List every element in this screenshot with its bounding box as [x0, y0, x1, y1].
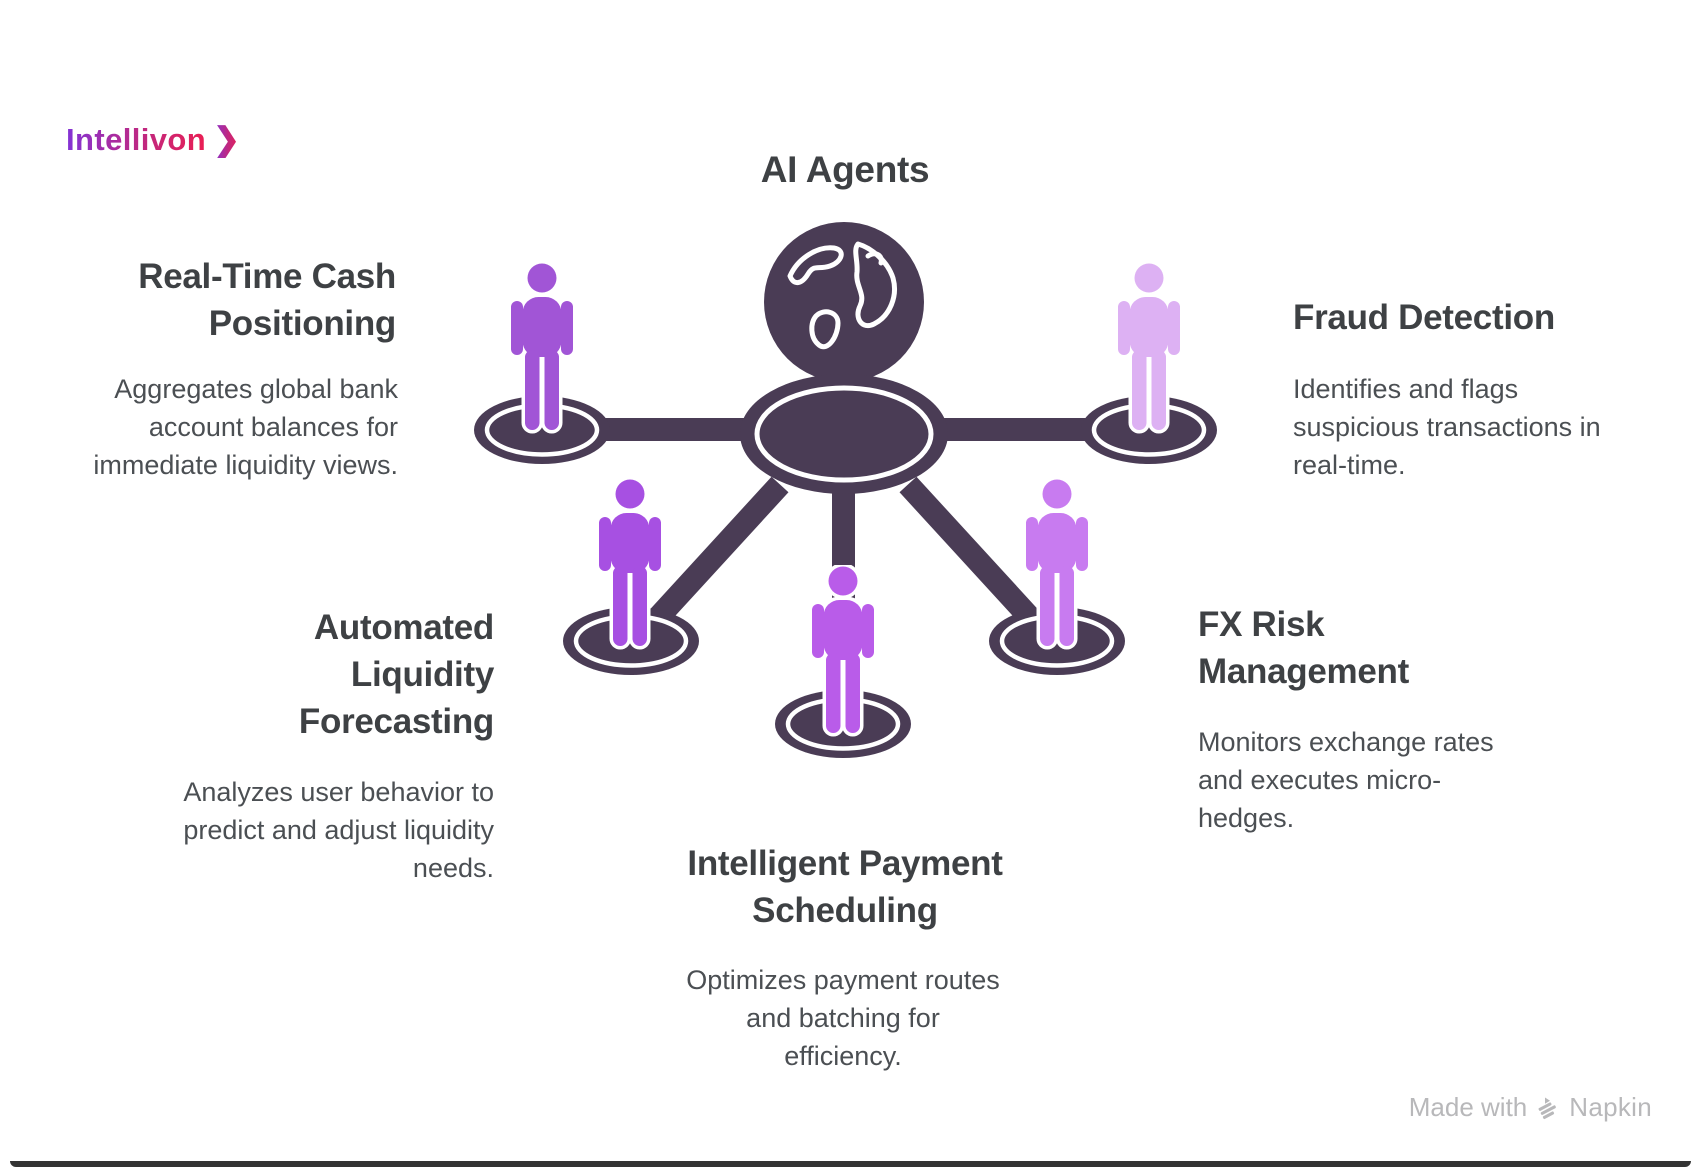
heading-line: Liquidity — [350, 655, 494, 694]
body-line: predict and adjust liquidity — [183, 815, 494, 845]
heading-line: FX Risk — [1198, 605, 1325, 644]
intellivon-logo: Intellivon ❯ — [66, 121, 240, 159]
automated-liquidity-body: Analyzes user behavior to predict and ad… — [183, 773, 494, 887]
person-figure-intelligent-payment — [805, 565, 881, 737]
heading-line: Intelligent Payment — [687, 844, 1003, 883]
body-line: and batching for — [746, 1003, 940, 1033]
body-line: Identifies and flags — [1293, 374, 1519, 404]
logo-chevron-icon: ❯ — [213, 121, 241, 157]
fx-risk-body: Monitors exchange rates and executes mic… — [1198, 723, 1494, 837]
made-with-napkin-watermark: Made with Napkin — [1409, 1092, 1652, 1123]
globe-icon — [764, 222, 924, 382]
fraud-detection-heading: Fraud Detection — [1293, 294, 1555, 341]
body-line: Optimizes payment routes — [686, 965, 1000, 995]
heading-line: Positioning — [208, 304, 397, 343]
logo-wordmark: Intellivon — [66, 122, 207, 157]
person-figure-fx-risk — [1019, 478, 1095, 650]
heading-line: Scheduling — [752, 891, 938, 930]
fraud-detection-body: Identifies and flags suspicious transact… — [1293, 370, 1601, 484]
body-line: and executes micro- — [1198, 765, 1442, 795]
body-line: Monitors exchange rates — [1198, 727, 1494, 757]
body-line: needs. — [412, 853, 494, 883]
window-bottom-edge — [10, 1161, 1691, 1167]
fx-risk-heading: FX Risk Management — [1198, 601, 1409, 695]
body-line: immediate liquidity views. — [93, 450, 398, 480]
intelligent-payment-heading: Intelligent Payment Scheduling — [687, 840, 1003, 934]
body-line: account balances for — [148, 412, 398, 442]
person-figure-fraud-detection — [1111, 262, 1187, 434]
body-line: Aggregates global bank — [114, 374, 398, 404]
heading-line: Management — [1198, 652, 1409, 691]
person-figure-automated-liquidity — [592, 478, 668, 650]
heading-line: Automated — [313, 608, 494, 647]
napkin-logo-icon — [1538, 1097, 1557, 1119]
body-line: hedges. — [1198, 803, 1295, 833]
real-time-cash-heading: Real-Time Cash Positioning — [138, 253, 396, 347]
heading-line: Real-Time Cash — [138, 257, 396, 296]
body-line: suspicious transactions in — [1293, 412, 1601, 442]
body-line: Analyzes user behavior to — [183, 777, 494, 807]
person-figure-real-time-cash — [504, 262, 580, 434]
automated-liquidity-heading: Automated Liquidity Forecasting — [299, 604, 494, 745]
hub-ellipse — [740, 374, 948, 494]
watermark-prefix: Made with — [1408, 1092, 1528, 1122]
body-line: efficiency. — [784, 1041, 902, 1071]
watermark-brand: Napkin — [1569, 1092, 1652, 1122]
real-time-cash-body: Aggregates global bank account balances … — [93, 370, 398, 484]
body-line: real-time. — [1293, 450, 1406, 480]
intelligent-payment-body: Optimizes payment routes and batching fo… — [686, 961, 1000, 1075]
page-title: AI Agents — [760, 149, 930, 190]
heading-line: Forecasting — [298, 702, 494, 741]
heading-line: Fraud Detection — [1293, 298, 1555, 337]
